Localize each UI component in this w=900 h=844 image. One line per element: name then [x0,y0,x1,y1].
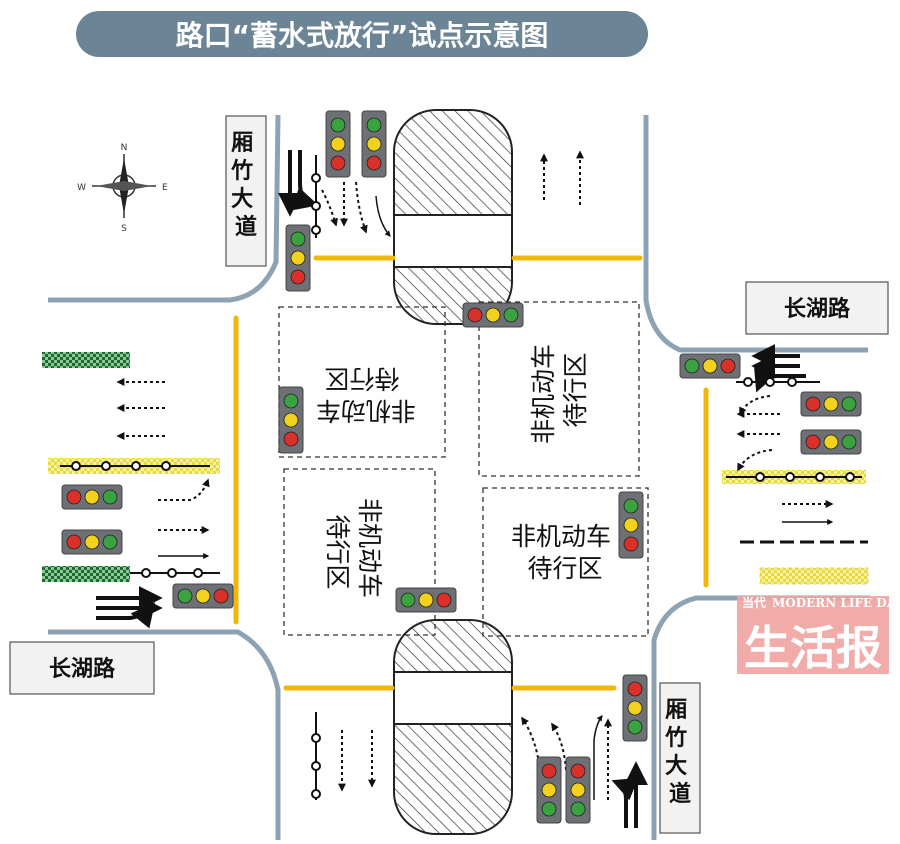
xiangzhu-top-c2: 竹 [230,158,253,184]
xiangzhu-top-c4: 道 [235,214,257,240]
xiangzhu-bottom-c2: 竹 [664,725,687,751]
brand-small-cn: 当代 [742,595,766,610]
traffic-light-icon [679,353,741,379]
traffic-light-icon [61,484,123,510]
waiting-zones [278,301,649,637]
brand-logo-text: 生活报 [744,621,882,675]
traffic-light-icon [618,491,644,559]
svg-text:非机动车 待行区: 非机动车 待行区 [323,498,384,606]
road-label-xiangzhu-bottom: 厢 竹 大 道 [659,682,701,834]
changhu-left-text: 长湖路 [49,656,116,682]
brand-watermark: 当代 MODERN LIFE DAILY 生活报 [737,595,900,675]
traffic-light-icon [395,587,457,613]
zone-label-nw: 非机动车 待行区 [308,364,416,425]
zone-sw-line2: 待行区 [323,514,352,589]
svg-text:非机动车 待行区: 非机动车 待行区 [511,522,619,583]
traffic-light-icon [325,110,351,178]
east-approach-markings [722,344,869,585]
page-title: 路口“蓄水式放行”试点示意图 [176,19,549,52]
changhu-right-text: 长湖路 [784,296,851,322]
zone-label-se: 非机动车 待行区 [511,522,619,583]
brand-small-en: MODERN LIFE DAILY [772,596,900,610]
crosswalk-islands [393,109,513,835]
svg-text:非机动车 待行区: 非机动车 待行区 [529,336,590,444]
zone-ne-line1: 非机动车 [529,344,558,444]
xiangzhu-bottom-c4: 道 [669,781,691,807]
traffic-light-icon [536,756,562,824]
traffic-light-icon [361,110,387,178]
zone-sw-line1: 非机动车 [355,498,384,598]
west-approach-markings [42,352,220,629]
xiangzhu-bottom-c3: 大 [665,754,687,779]
waiting-zone-nw [278,306,446,458]
traffic-light-icon [800,429,862,455]
traffic-light-icon [565,756,591,824]
zone-label-ne: 非机动车 待行区 [529,336,590,444]
waiting-zone-sw [283,468,436,636]
xiangzhu-top-c1: 厢 [231,131,253,156]
zone-label-sw: 非机动车 待行区 [323,498,384,606]
xiangzhu-top-c3: 大 [231,187,253,212]
compass-s: S [121,224,127,234]
zone-nw-line1: 非机动车 [316,396,416,425]
traffic-light-icon [285,224,311,292]
traffic-light-icon [800,391,862,417]
zone-nw-line2: 待行区 [324,364,399,393]
traffic-light-icon [622,674,648,742]
traffic-light-icon [172,583,234,609]
traffic-light-icon [278,386,304,454]
traffic-light-icon [61,529,123,555]
road-edges [48,114,870,840]
traffic-light-icon [462,302,524,328]
road-label-xiangzhu-top: 厢 竹 大 道 [225,115,267,267]
compass-w: W [77,183,86,193]
xiangzhu-bottom-c1: 厢 [665,698,687,723]
compass-e: E [162,183,168,193]
title-banner: 路口“蓄水式放行”试点示意图 [76,11,648,57]
road-label-changhu-right: 长湖路 [745,281,889,335]
stop-lines [233,255,709,691]
road-label-changhu-left: 长湖路 [9,641,155,695]
south-approach-arrows [311,712,648,828]
waiting-zone-se [482,487,649,637]
north-approach-arrows [278,150,584,238]
svg-text:厢 竹 大 道: 厢 竹 大 道 [664,698,695,807]
zone-se-line1: 非机动车 [511,522,611,551]
svg-text:厢 竹 大 道: 厢 竹 大 道 [230,131,261,240]
compass-icon: N S E W [77,143,168,234]
svg-text:非机动车 待行区: 非机动车 待行区 [308,364,416,425]
zone-ne-line2: 待行区 [561,352,590,427]
zone-se-line2: 待行区 [527,554,602,583]
waiting-zone-ne [478,301,640,477]
compass-n: N [121,143,128,153]
